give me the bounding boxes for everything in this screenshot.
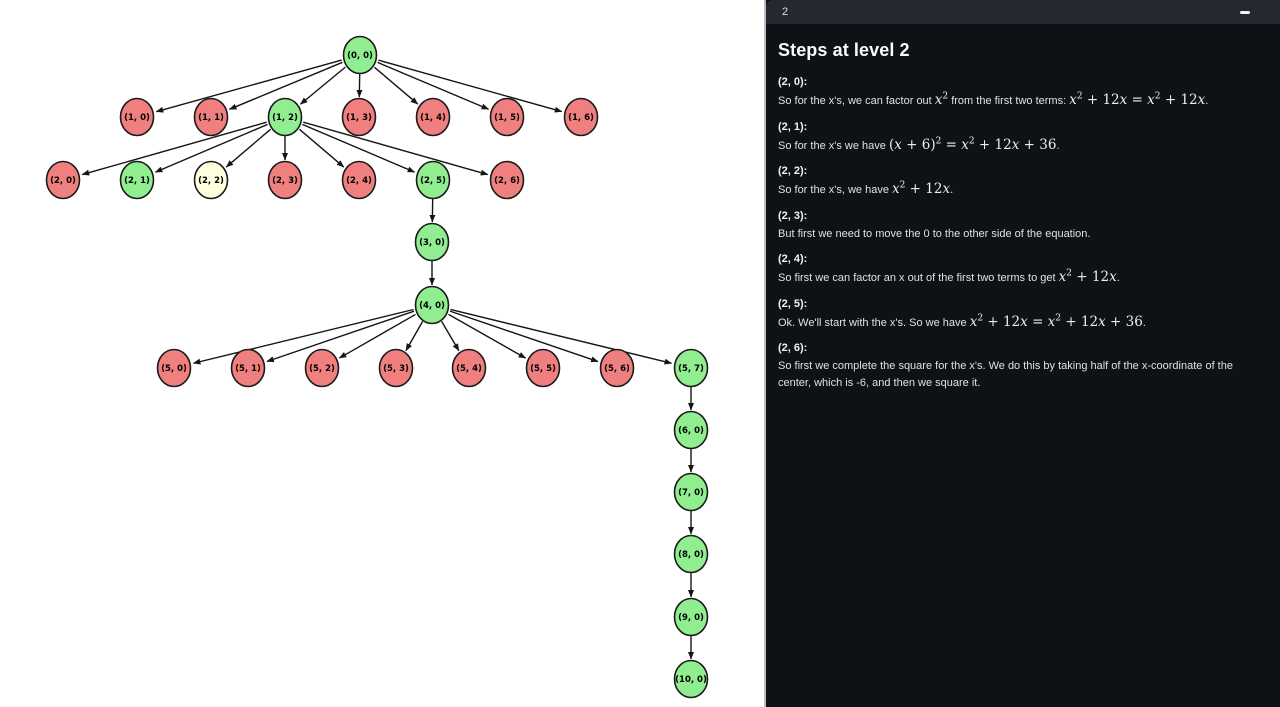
panel-title: Steps at level 2: [778, 40, 910, 60]
math-expression: x2 + 12x = x2 + 12x: [1069, 91, 1206, 108]
graph-node[interactable]: [267, 160, 303, 200]
step-text: So first we complete the square for the …: [778, 360, 1233, 389]
graph-node[interactable]: [193, 97, 229, 137]
step-text: So for the x's, we have x2 + 12x.: [778, 180, 954, 197]
graph-node[interactable]: [599, 348, 635, 388]
graph-node[interactable]: [414, 222, 450, 262]
graph-node[interactable]: [451, 348, 487, 388]
step-node-label: (2, 6):: [778, 342, 808, 354]
graph-node[interactable]: [489, 160, 525, 200]
graph-edge: [377, 61, 490, 110]
step-entry: (2, 5): Ok. We'll start with the x's. So …: [778, 297, 1268, 332]
step-text: So first we can factor an x out of the f…: [778, 268, 1120, 285]
graph-node[interactable]: [230, 348, 266, 388]
step-node-label: (2, 2):: [778, 165, 808, 177]
graph-node[interactable]: [45, 160, 81, 200]
step-node-label: (2, 1):: [778, 120, 808, 133]
step-text: So for the x's we have (x + 6)2 = x2 + 1…: [778, 136, 1060, 153]
steps-list: (2, 0): So for the x's, we can factor out…: [778, 75, 1268, 391]
graph-pane: (0, 0)(1, 0)(1, 1)(1, 2)(1, 3)(1, 4)(1, …: [45, 35, 709, 699]
graph-edge: [192, 308, 414, 365]
graph-edge: [450, 308, 673, 365]
graph-node[interactable]: [673, 348, 709, 388]
graph-edge: [155, 59, 342, 113]
graph-edge: [154, 123, 268, 173]
pane-divider: [764, 0, 766, 707]
graph-edge: [229, 61, 343, 110]
graph-edge: [449, 310, 599, 363]
panel-header: 2: [766, 0, 1280, 24]
step-entry: (2, 0): So for the x's, we can factor out…: [778, 75, 1268, 110]
tree-graph: (0, 0)(1, 0)(1, 1)(1, 2)(1, 3)(1, 4)(1, …: [45, 35, 709, 699]
math-expression: x2 + 12x: [892, 180, 951, 197]
graph-edge: [378, 59, 563, 113]
minimize-icon[interactable]: [1240, 10, 1250, 14]
graph-node[interactable]: [341, 97, 377, 137]
step-entry: (2, 2): So for the x's, we have x2 + 12x.: [778, 164, 1268, 199]
graph-edge: [374, 66, 419, 105]
graph-node[interactable]: [415, 97, 451, 137]
step-text: But first we need to move the 0 to the o…: [778, 227, 1091, 240]
graph-edge: [441, 321, 460, 352]
graph-node[interactable]: [673, 410, 709, 450]
graph-node[interactable]: [673, 597, 709, 637]
graph-node[interactable]: [563, 97, 599, 137]
graph-edge: [299, 66, 346, 105]
panel-tab-level[interactable]: 2: [782, 6, 789, 18]
graph-edge: [303, 121, 489, 176]
math-expression: x2 + 12x = x2 + 12x + 36: [969, 313, 1143, 330]
step-entry: (2, 1): So for the x's we have (x + 6)2 =…: [778, 120, 1268, 155]
graph-edge: [338, 313, 416, 359]
panel-content: Steps at level 2 (2, 0): So for the x's, …: [766, 24, 1280, 391]
graph-node[interactable]: [415, 160, 451, 200]
step-node-label: (2, 5):: [778, 297, 808, 310]
graph-edge: [225, 128, 271, 168]
graph-node[interactable]: [378, 348, 414, 388]
graph-node[interactable]: [673, 659, 709, 699]
graph-node[interactable]: [414, 285, 450, 325]
graph-node[interactable]: [673, 534, 709, 574]
graph-node[interactable]: [489, 97, 525, 137]
graph-node[interactable]: [341, 160, 377, 200]
math-expression: (x + 6)2 = x2 + 12x + 36: [888, 136, 1057, 153]
graph-node[interactable]: [156, 348, 192, 388]
graph-edge: [266, 310, 415, 363]
graph-node[interactable]: [267, 97, 303, 137]
math-expression: x2: [934, 91, 949, 108]
graph-edge: [405, 321, 424, 352]
step-text: Ok. We'll start with the x's. So we have…: [778, 313, 1146, 330]
graph-node[interactable]: [342, 35, 378, 75]
math-expression: x2 + 12x: [1058, 268, 1117, 285]
step-node-label: (2, 0):: [778, 76, 808, 88]
step-text: So for the x's, we can factor out x2 fro…: [778, 91, 1209, 108]
graph-node[interactable]: [673, 472, 709, 512]
step-node-label: (2, 4):: [778, 253, 808, 265]
graph-edge: [302, 123, 416, 173]
steps-panel: 2 Steps at level 2 (2, 0): So for the x's…: [766, 0, 1280, 707]
step-entry: (2, 6): So first we complete the square f…: [778, 341, 1268, 391]
graph-node[interactable]: [525, 348, 561, 388]
graph-node[interactable]: [304, 348, 340, 388]
graph-edge: [448, 313, 527, 359]
graph-node[interactable]: [119, 160, 155, 200]
step-entry: (2, 3): But first we need to move the 0 t…: [778, 209, 1268, 243]
graph-node[interactable]: [193, 160, 229, 200]
step-node-label: (2, 3):: [778, 209, 808, 222]
graph-edge: [299, 128, 345, 168]
graph-node[interactable]: [119, 97, 155, 137]
step-entry: (2, 4): So first we can factor an x out o…: [778, 252, 1268, 287]
graph-edge: [81, 121, 267, 176]
